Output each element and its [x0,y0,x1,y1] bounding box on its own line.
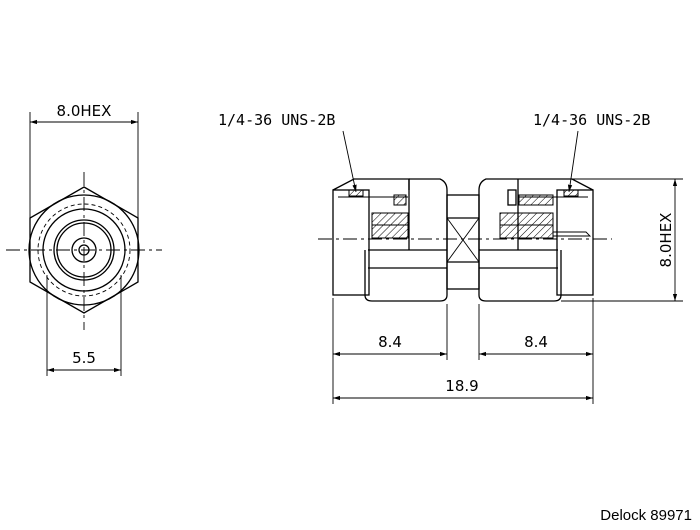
left-dielectric-hatch [371,212,409,239]
front-dielectric-inner [56,222,112,278]
thread-leader-right [567,130,579,193]
front-body-circle [42,208,126,292]
front-dielectric-outer [53,219,115,281]
right-coupling-body [478,178,594,302]
left-sleeve-top [332,178,410,191]
front-inner-dimension-label: 5.5 [72,349,96,367]
total-length-label: 18.9 [445,377,478,395]
center-bridge [446,194,480,290]
front-pin-socket [71,237,97,263]
front-view: 8.0HEX 5.5 [6,102,162,376]
right-dielectric-hatch [499,212,554,239]
thread-label-left: 1/4-36 UNS-2B [218,111,335,129]
right-hex-nut [478,178,562,302]
left-hex-nut [364,178,448,302]
brand-label: Delock 89971 [600,507,692,524]
side-view: 1/4-36 UNS-2B 1/4-36 UNS-2B 8.0HEX 8.4 8… [218,111,683,404]
right-retainer [507,189,517,206]
right-sleeve-top [518,178,594,191]
right-pin-tip [553,231,592,237]
front-pin [78,244,90,256]
front-thread-outer [37,203,131,297]
side-hex-dimension-label: 8.0HEX [657,213,675,268]
front-hex-dimension-label: 8.0HEX [57,102,112,120]
thread-label-right: 1/4-36 UNS-2B [533,111,650,129]
center-bridge-body [446,194,480,290]
left-threaded-sleeve [332,189,370,296]
center-bridge-cross-b [446,217,480,263]
right-length-label: 8.4 [524,333,548,351]
right-spring-hatch [518,194,554,206]
right-seal-hatch [563,189,579,197]
front-hex-chamfer [28,194,140,306]
left-spring-hatch [393,194,407,206]
left-coupling-body [332,178,448,302]
right-threaded-sleeve [556,189,594,296]
left-length-label: 8.4 [378,333,402,351]
thread-leader-left [342,130,357,193]
